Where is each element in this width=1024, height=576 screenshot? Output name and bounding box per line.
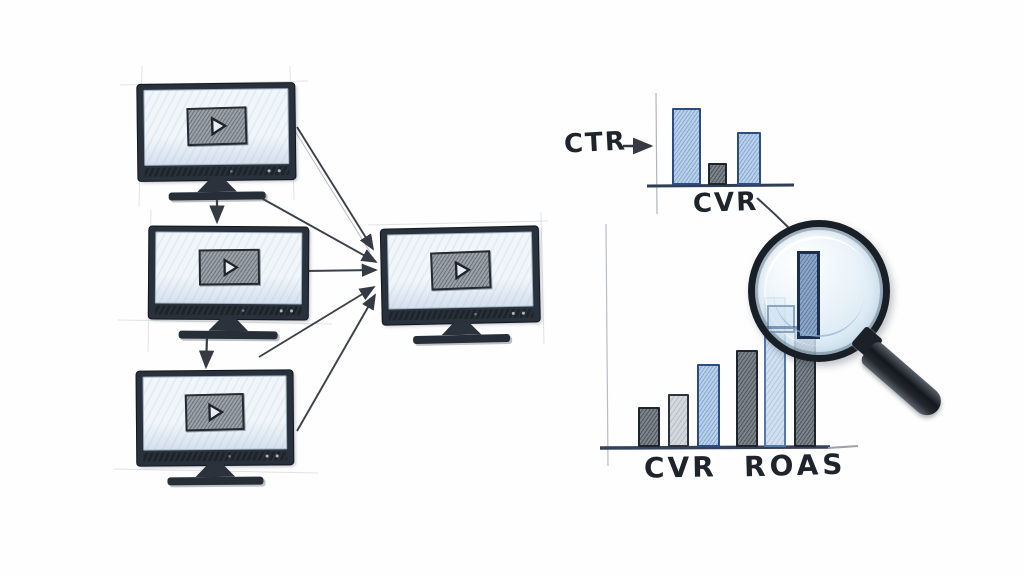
video-screen (154, 231, 303, 305)
monitor-bezel (148, 226, 309, 320)
bar-cvr-3 (697, 364, 720, 447)
down-arrow-icon (198, 196, 225, 370)
monitor-stand (195, 464, 235, 477)
magnified-baseline (761, 326, 813, 329)
chart-axes (599, 92, 859, 467)
magnified-bar (797, 251, 820, 339)
bar-cvr-2 (668, 394, 689, 447)
monitor-bezel (137, 83, 296, 181)
source-video-screen-3 (136, 370, 294, 486)
play-icon (184, 392, 246, 432)
combined-video-screen (380, 226, 540, 345)
monitor-controls (388, 308, 534, 321)
converging-arrow-icons (258, 126, 378, 432)
monitor-base (168, 191, 266, 201)
play-icon (429, 249, 491, 290)
cvr-group-label: CVR (643, 450, 718, 485)
video-screen (386, 231, 534, 310)
monitor-base (167, 476, 264, 486)
monitor-bezel (136, 370, 294, 466)
monitor-controls (143, 451, 288, 462)
bar-bar-1 (672, 108, 701, 185)
play-icon (185, 106, 247, 147)
source-video-screen-1 (137, 83, 296, 201)
source-video-screen-2 (148, 226, 309, 340)
monitor-bezel (380, 226, 540, 325)
monitor-controls (144, 166, 290, 177)
monitor-base (178, 330, 278, 340)
mini-cvr-label: CVR (692, 186, 759, 220)
monitor-stand (197, 179, 237, 192)
mini-bar-chart (648, 107, 798, 185)
bar-bar-2 (708, 163, 727, 185)
bar-cvr-1 (638, 407, 660, 447)
monitor-stand (441, 322, 481, 336)
monitor-stand (208, 318, 248, 331)
bar-bar-3 (737, 132, 761, 185)
monitor-controls (154, 305, 302, 316)
play-icon (198, 248, 260, 286)
video-screen (142, 375, 288, 451)
bar-roas-1 (736, 350, 758, 447)
video-screen (143, 88, 290, 166)
roas-group-label: ROAS (743, 447, 847, 484)
leader-line (756, 197, 790, 229)
ctr-label: CTR (563, 126, 628, 160)
